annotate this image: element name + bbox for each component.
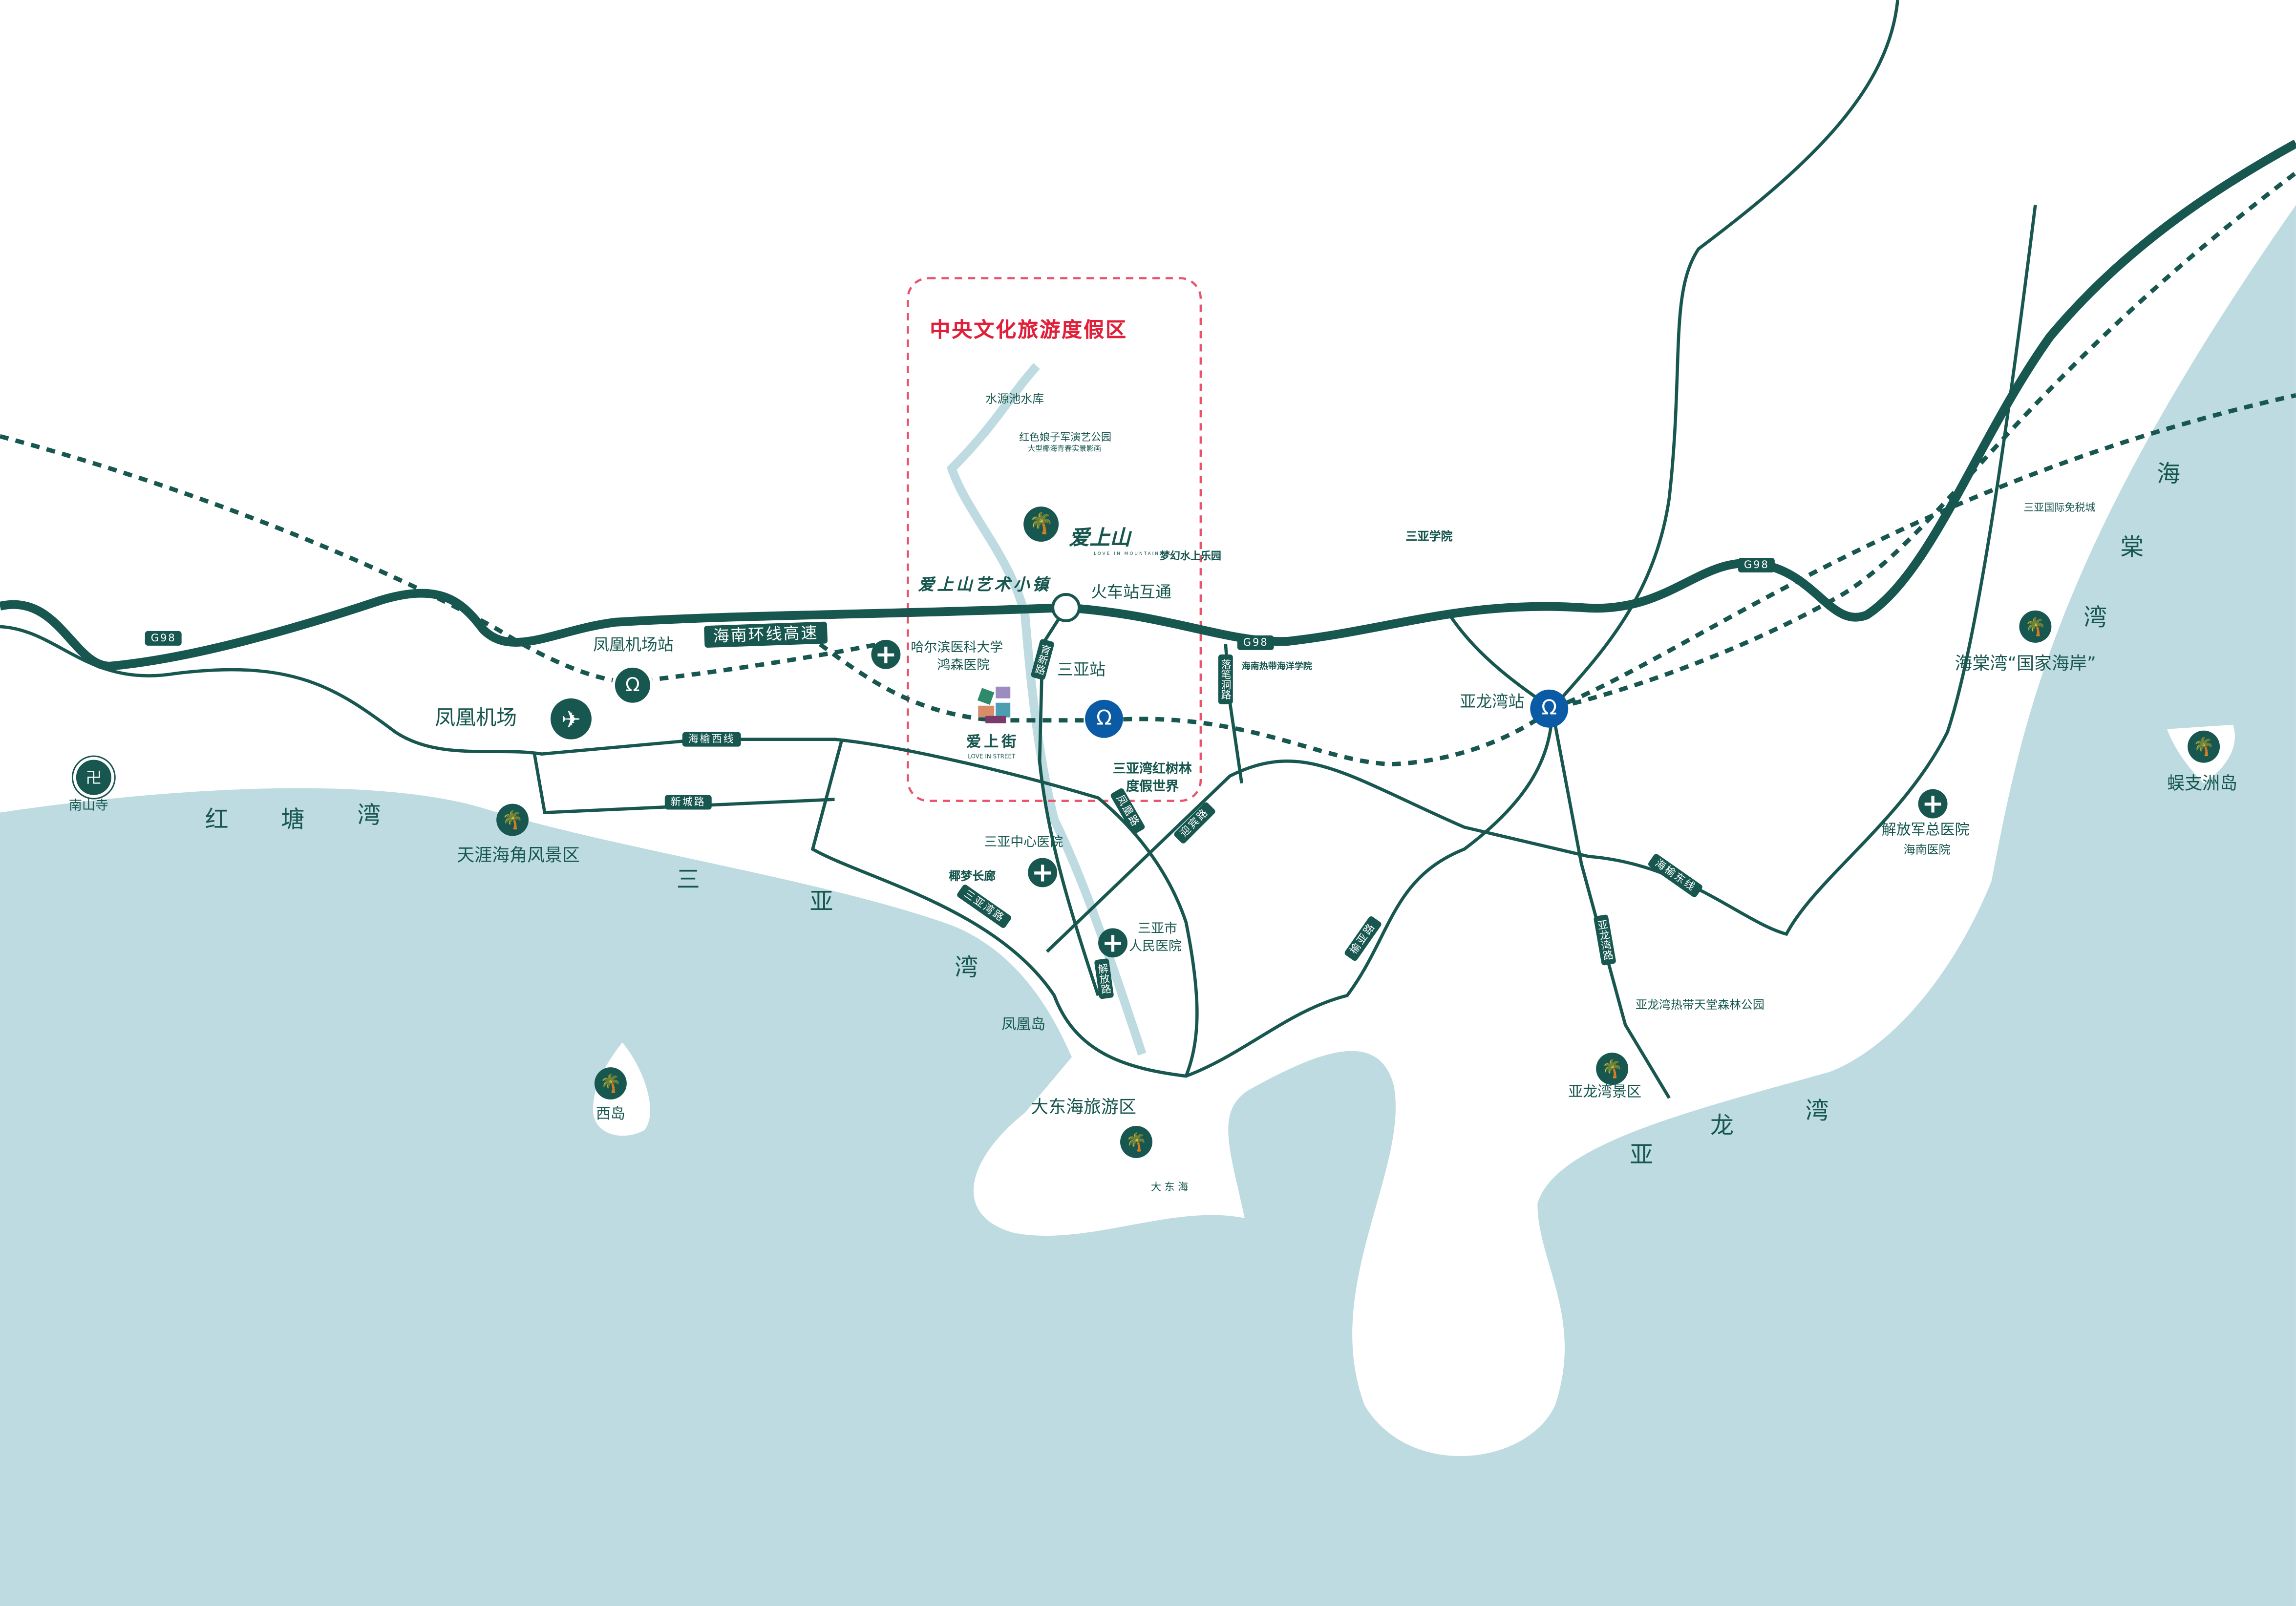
bay-char: 塘 bbox=[281, 805, 305, 833]
district-title: 中央文化旅游度假区 bbox=[930, 319, 1127, 343]
label-peoples-hospital-sub: 人民医院 bbox=[1128, 940, 1182, 955]
bay-char: 湾 bbox=[1805, 1097, 1829, 1125]
love-street-logo bbox=[977, 686, 1011, 723]
district-boundary bbox=[907, 277, 1202, 802]
railways bbox=[0, 171, 2296, 767]
label-yalongwan-station: 亚龙湾站 bbox=[1460, 692, 1525, 712]
g98-badge: G98 bbox=[145, 631, 182, 647]
hospital-cross-icon: + bbox=[1098, 928, 1127, 958]
interchange-roundabout bbox=[1051, 592, 1081, 622]
love-mountain-logo: 爱上山 bbox=[1069, 527, 1130, 551]
hospital-cross-icon: + bbox=[1028, 857, 1058, 888]
label-red-army-park: 红色娘子军演艺公园 bbox=[1019, 432, 1112, 444]
label-dadonghai-area: 大东海旅游区 bbox=[1031, 1097, 1137, 1118]
label-reservoir: 水源池水库 bbox=[985, 392, 1044, 406]
label-sanya-station: 三亚站 bbox=[1057, 660, 1106, 679]
label-pla-hospital-sub: 海南医院 bbox=[1903, 843, 1951, 857]
palm-tree-icon: 🌴 bbox=[496, 803, 529, 836]
label-central-hospital: 三亚中心医院 bbox=[984, 836, 1063, 851]
label-sanya-university: 三亚学院 bbox=[1405, 530, 1453, 544]
bay-char: 龙 bbox=[1710, 1111, 1734, 1139]
expressway-name-badge: 海南环线高速 bbox=[704, 621, 828, 648]
label-peoples-hospital: 三亚市 bbox=[1137, 922, 1177, 937]
palm-tree-icon: 🌴 bbox=[594, 1067, 627, 1100]
palm-tree-icon: 🌴 bbox=[1023, 507, 1059, 542]
road-badge-xincheng: 新城路 bbox=[664, 795, 712, 810]
palm-tree-icon: 🌴 bbox=[1596, 1053, 1629, 1085]
bay-char: 亚 bbox=[1630, 1140, 1654, 1168]
label-wuzhizhou: 蜈支洲岛 bbox=[2167, 773, 2238, 794]
road-badge-haiyu-west: 海榆西线 bbox=[682, 732, 741, 747]
palm-tree-icon: 🌴 bbox=[1120, 1126, 1152, 1158]
palm-tree-icon: 🌴 bbox=[2019, 610, 2052, 643]
bay-char: 湾 bbox=[2083, 603, 2107, 631]
label-rainforest-park: 亚龙湾热带天堂森林公园 bbox=[1636, 998, 1765, 1012]
label-red-army-sub: 大型椰海青春实景影画 bbox=[1028, 445, 1102, 454]
love-mountain-en: LOVE IN MOUNTAIN bbox=[1094, 550, 1160, 557]
label-art-town: 爱上山艺术小镇 bbox=[918, 575, 1052, 594]
label-interchange: 火车站互通 bbox=[1091, 582, 1171, 602]
bay-char: 三 bbox=[676, 865, 700, 893]
g98-expressway bbox=[0, 139, 2296, 671]
bay-char: 棠 bbox=[2120, 533, 2144, 561]
label-haitang-coast: 海棠湾“国家海岸” bbox=[1955, 653, 2096, 674]
love-street-en: LOVE IN STREET bbox=[968, 752, 1016, 760]
bay-char: 湾 bbox=[955, 953, 978, 981]
label-harbin-hospital: 哈尔滨医科大学 bbox=[911, 641, 1003, 656]
railway-station-icon: Ω bbox=[612, 664, 653, 706]
label-coconut-corridor: 椰梦长廊 bbox=[949, 869, 996, 883]
label-nanshan: 南山寺 bbox=[68, 799, 108, 814]
sea bbox=[0, 205, 2296, 1606]
label-duty-free: 三亚国际免税城 bbox=[2023, 502, 2096, 514]
palm-tree-icon: 🌴 bbox=[2188, 730, 2220, 763]
bay-char: 红 bbox=[205, 805, 229, 833]
label-tropical-ocean-univ: 海南热带海洋学院 bbox=[1241, 661, 1312, 672]
road-badge-luobidong: 落笔洞路 bbox=[1218, 654, 1233, 704]
label-tianya: 天涯海角风景区 bbox=[457, 845, 580, 866]
label-xidao: 西岛 bbox=[595, 1107, 625, 1123]
g98-badge: G98 bbox=[1237, 635, 1275, 651]
hospital-cross-icon: + bbox=[871, 639, 901, 670]
railway-station-icon: Ω bbox=[1530, 689, 1569, 728]
label-harbin-hospital-sub: 鸿森医院 bbox=[937, 658, 990, 674]
bay-char: 亚 bbox=[809, 887, 833, 915]
label-dadonghai: 大 东 海 bbox=[1150, 1181, 1189, 1193]
hospital-cross-icon: + bbox=[1918, 788, 1948, 819]
label-mangrove: 三亚湾红树林 bbox=[1113, 762, 1192, 778]
airplane-icon: ✈ bbox=[551, 698, 592, 740]
label-phoenix-island: 凤凰岛 bbox=[1001, 1017, 1046, 1034]
temple-icon: 卍 bbox=[73, 757, 114, 798]
label-yalongwan-area: 亚龙湾景区 bbox=[1568, 1085, 1642, 1101]
love-street-logo-text: 爱上街 bbox=[966, 735, 1020, 751]
label-airport-station: 凤凰机场站 bbox=[593, 635, 674, 655]
label-mangrove-sub: 度假世界 bbox=[1126, 780, 1179, 795]
river bbox=[947, 363, 1147, 1056]
label-water-park: 梦幻水上乐园 bbox=[1159, 550, 1221, 563]
bay-char: 湾 bbox=[357, 801, 381, 829]
label-airport: 凤凰机场 bbox=[435, 707, 517, 731]
railway-station-icon: Ω bbox=[1085, 699, 1124, 738]
g98-badge: G98 bbox=[1738, 558, 1775, 573]
label-pla-hospital: 解放军总医院 bbox=[1881, 823, 1970, 839]
bay-char: 海 bbox=[2157, 460, 2181, 488]
